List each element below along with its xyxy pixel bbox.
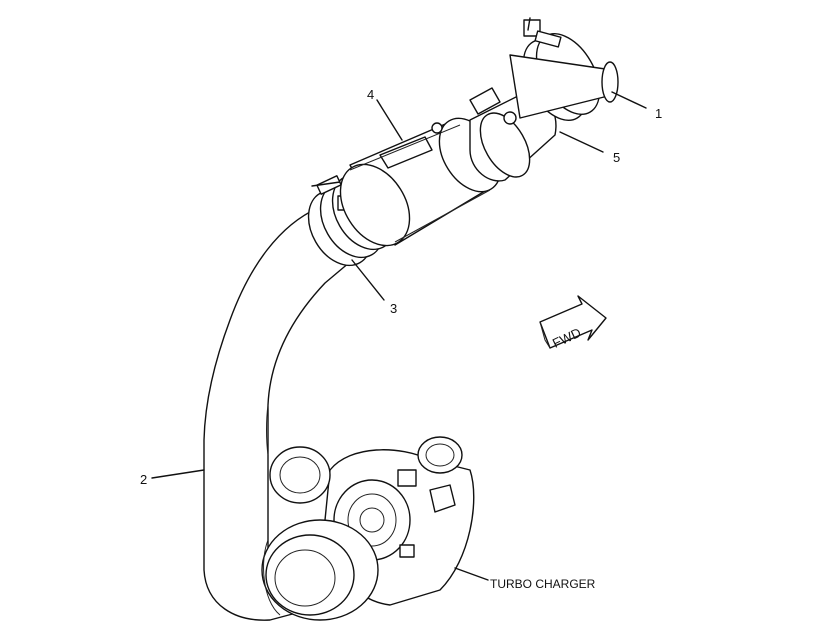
callout-5: 5 [613,150,620,165]
turbo-charger-label: TURBO CHARGER [490,577,596,591]
callout-2: 2 [140,472,147,487]
intake-pipe [203,207,351,621]
clamp-1 [509,17,619,121]
leader-lines [151,91,647,581]
elbow-hose-5 [469,87,557,182]
callout-4: 4 [367,87,374,102]
callout-1: 1 [655,106,662,121]
forward-arrow-icon: FWD [539,295,607,351]
turbocharger [261,436,475,621]
callout-3: 3 [390,301,397,316]
